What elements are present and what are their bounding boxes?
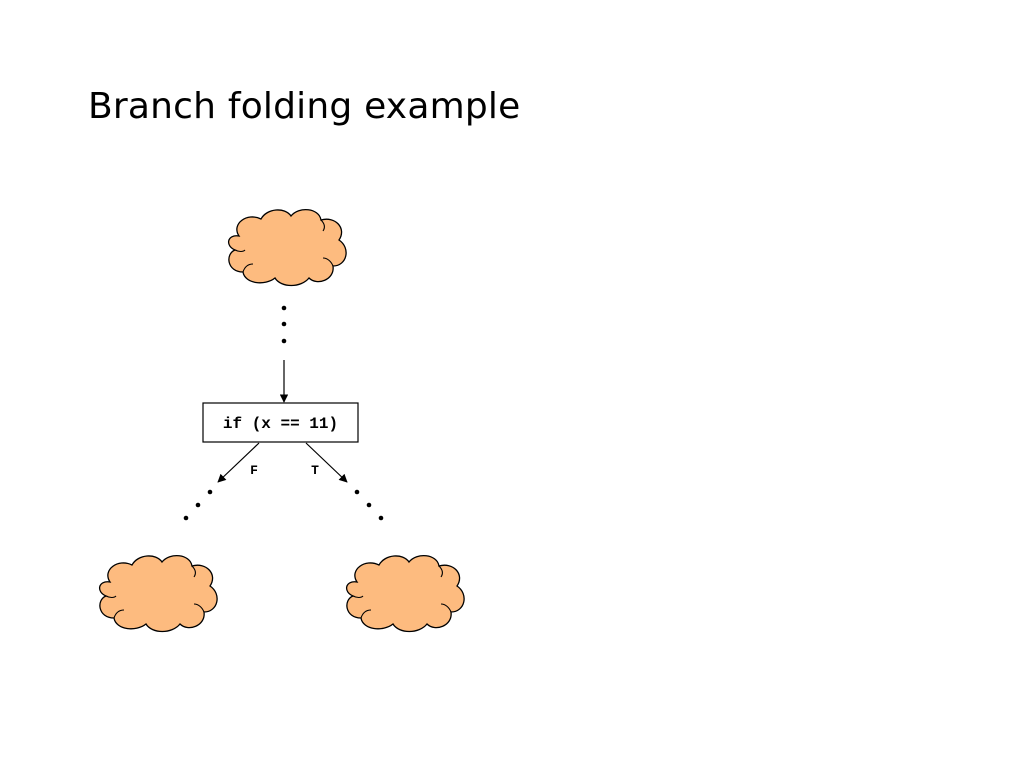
false-block-cloud [98,554,218,633]
condition-box: if (x == 11) [202,402,359,443]
left-ellipsis [183,489,213,521]
top-ellipsis [281,305,287,344]
condition-text: if (x == 11) [223,415,338,433]
slide-title: Branch folding example [88,86,521,127]
false-branch-arrow [217,442,260,483]
entry-block-cloud [227,208,347,287]
true-label: T [311,463,319,478]
true-branch-arrow [305,442,348,483]
right-ellipsis [354,489,384,521]
false-label: F [250,463,258,478]
true-block-cloud [345,554,465,633]
